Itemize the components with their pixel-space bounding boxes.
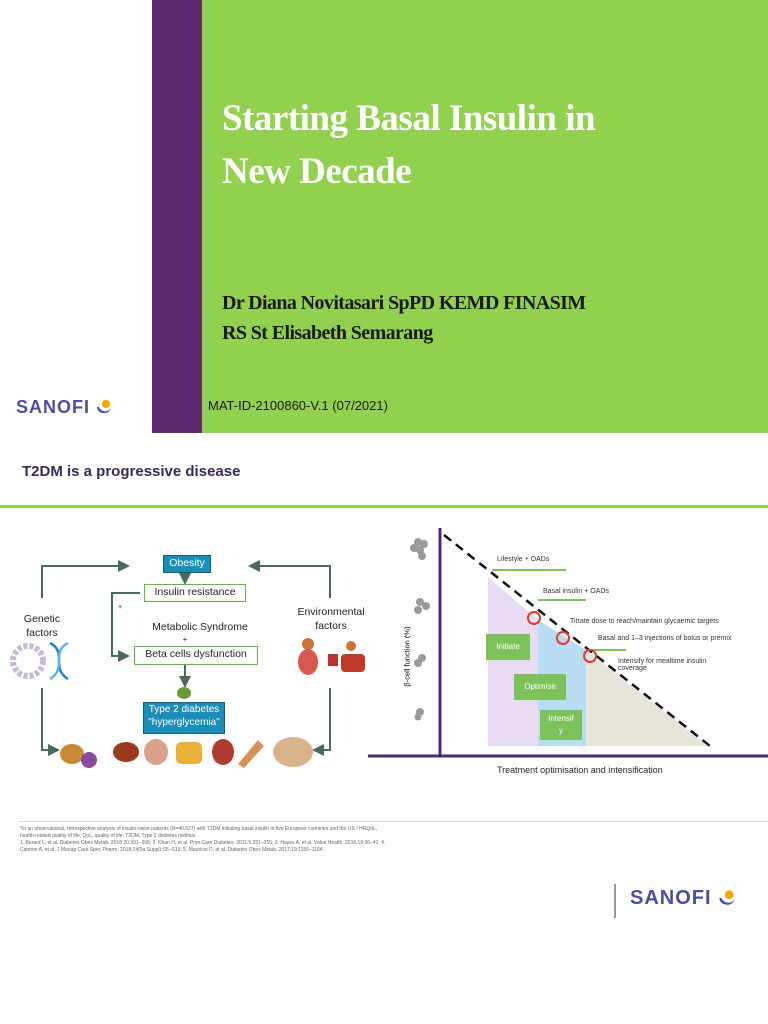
y-axis-label: β-cell function (%)	[402, 626, 412, 687]
t2d-line1: Type 2 diabetes	[148, 704, 220, 715]
insulin-resistance-box: Insulin resistance	[144, 584, 246, 602]
sanofi-logo-text-bottom: SANOFI	[630, 886, 712, 909]
environmental-factors-label: Environmental factors	[286, 605, 376, 633]
slide2-header	[0, 433, 768, 505]
footnote-line1: *In an observational, retrospective anal…	[20, 826, 378, 832]
type2-diabetes-box: Type 2 diabetes "hyperglycemia"	[143, 702, 225, 734]
plus-sign-2: +	[182, 635, 188, 644]
genetic-factors-label: Genetic factors	[12, 612, 72, 640]
purple-accent-bar	[152, 0, 202, 433]
author-affiliation: RS St Elisabeth Semarang	[222, 322, 433, 344]
intensify-label: Intensify for mealtime insulin coverage	[618, 658, 706, 672]
environmental-label-line2: factors	[315, 620, 347, 632]
titrate-label: Titrate dose to reach/maintain glycaemic…	[570, 618, 719, 625]
x-axis-label: Treatment optimisation and intensificati…	[497, 765, 663, 775]
pancreas-icon	[177, 687, 191, 699]
environmental-label-line1: Environmental	[297, 606, 365, 618]
plus-sign-1: +	[118, 604, 123, 611]
sanofi-logo-text: SANOFI	[16, 396, 91, 417]
t2d-line2: "hyperglycemia"	[148, 717, 220, 728]
header-divider	[0, 505, 768, 508]
obesity-box: Obesity	[163, 555, 211, 573]
author-name: Dr Diana Novitasari SpPD KEMD FINASIM	[222, 292, 586, 314]
lifestyle-oads-label: Lifestyle + OADs	[497, 556, 550, 563]
basal-oads-label: Basal insulin + OADs	[543, 588, 609, 595]
beta-cell-decline-chart	[368, 528, 768, 758]
pathophysiology-diagram-arrows	[41, 560, 331, 756]
genetic-label-line2: factors	[26, 627, 58, 639]
optimise-box: Optimise	[514, 674, 566, 700]
slide-title-line1: Starting Basal Insulin in	[222, 98, 596, 139]
sanofi-logo-bottom: SANOFI	[630, 886, 739, 910]
slide-title: Starting Basal Insulin in New Decade	[222, 92, 742, 198]
basal-bolus-label: Basal and 1–3 injections of bolus or pre…	[598, 635, 732, 642]
initiate-box: Initiate	[486, 634, 530, 660]
affected-organs-icons	[60, 737, 313, 768]
mat-id: MAT-ID-2100860-V.1 (07/2021)	[208, 398, 388, 413]
beta-cells-dysfunction-box: Beta cells dysfunction	[134, 646, 258, 665]
slide2-title: T2DM is a progressive disease	[22, 463, 241, 480]
footnote-divider	[18, 821, 768, 822]
footnote-line3: 1. Berard L, et al. Diabetes Obes Metab.…	[20, 840, 386, 846]
genetic-label-line1: Genetic	[23, 613, 61, 625]
slide-title-line2: New Decade	[222, 151, 412, 192]
footnote-line4: Cannon A, et al. J Manag Care Spec Pharm…	[20, 847, 324, 853]
green-title-panel	[202, 0, 768, 433]
intensify-line1: Intensify for mealtime insulin	[618, 658, 707, 665]
sanofi-bird-icon-bottom	[718, 890, 735, 905]
intensify-box: Intensif y	[540, 710, 582, 740]
sedentary-person-icon	[298, 638, 365, 675]
metabolic-syndrome-label: Metabolic Syndrome	[152, 621, 248, 633]
footnote-line2: health-related quality of life; QoL, qua…	[20, 833, 196, 839]
intensify-line2: coverage	[618, 665, 647, 672]
dna-chromosome-icon	[10, 641, 69, 681]
sanofi-bird-icon	[97, 400, 112, 414]
intensify-box-line1: Intensif	[548, 714, 574, 723]
sanofi-logo-top: SANOFI	[16, 396, 115, 418]
intensify-box-line2: y	[559, 726, 563, 735]
footnotes: *In an observational, retrospective anal…	[20, 826, 760, 854]
logo-divider	[614, 884, 616, 918]
